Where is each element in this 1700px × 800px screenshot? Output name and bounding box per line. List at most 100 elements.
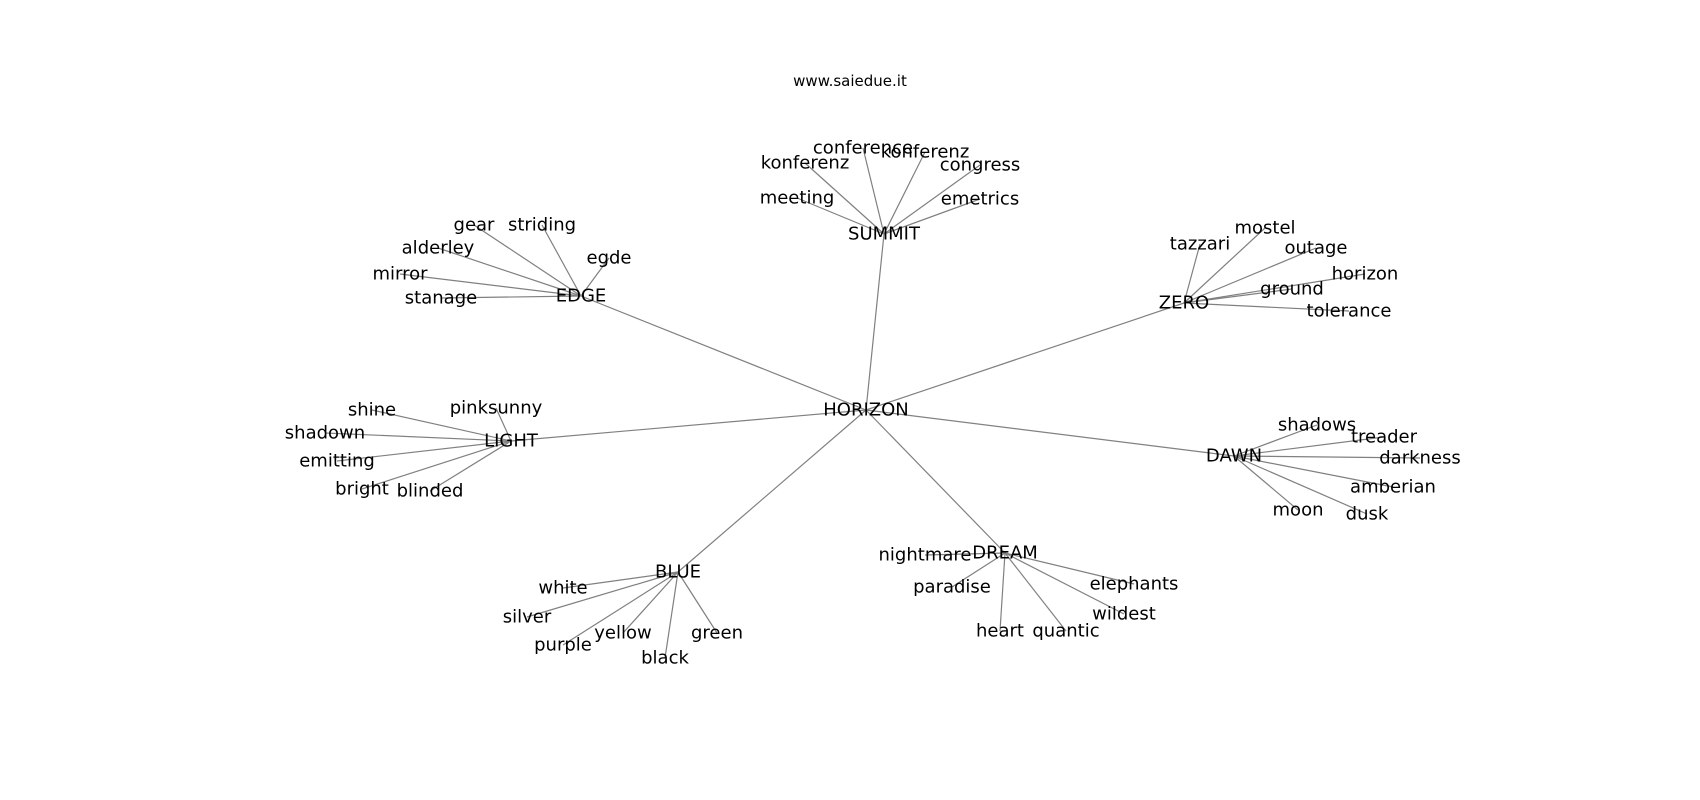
node-leaf-ground: ground <box>1260 279 1324 300</box>
edge-dawn-dusk <box>1233 455 1368 515</box>
edge-dawn-treader <box>1233 436 1385 457</box>
node-leaf-heart: heart <box>976 621 1024 642</box>
node-leaf-blinded: blinded <box>397 481 464 502</box>
node-root-horizon: HORIZON <box>823 400 908 421</box>
node-leaf-nightmare: nightmare <box>879 545 972 566</box>
edge-summit-emetrics <box>883 198 981 235</box>
edge-light-emitting <box>336 440 512 462</box>
edge-dream-quantic <box>1004 552 1067 632</box>
edge-dawn-darkness <box>1233 455 1421 459</box>
node-leaf-bright: bright <box>335 479 389 500</box>
node-leaf-mirror: mirror <box>372 264 428 285</box>
edge-summit-conference <box>862 147 885 235</box>
node-leaf-striding: striding <box>508 215 576 236</box>
edge-root-edge <box>580 295 867 411</box>
edge-light-blinded <box>429 440 512 492</box>
edges-layer <box>324 147 1421 659</box>
edge-root-dream <box>865 409 1006 554</box>
node-leaf-konferenz: konferenz <box>881 142 970 163</box>
node-leaf-shadown: shadown <box>285 423 365 444</box>
node-hub-summit: SUMMIT <box>848 224 921 245</box>
edge-dawn-amberian <box>1233 455 1394 488</box>
edge-blue-silver <box>526 571 679 618</box>
node-leaf-emitting: emitting <box>299 451 375 472</box>
edge-summit-konferenz <box>883 151 926 235</box>
node-leaf-alderley: alderley <box>402 238 475 259</box>
labels-layer: HORIZONSUMMITconferencekonferenzkonferen… <box>285 138 1461 669</box>
edge-blue-green <box>677 571 718 634</box>
edge-edge-striding <box>541 224 582 297</box>
edge-edge-alderley <box>437 247 582 297</box>
node-leaf-purple: purple <box>534 635 592 656</box>
node-leaf-congress: congress <box>940 155 1021 176</box>
node-leaf-shine: shine <box>348 400 396 421</box>
node-leaf-yellow: yellow <box>594 623 651 644</box>
edge-zero-horizon <box>1183 273 1366 304</box>
node-leaf-conference: conference <box>813 138 913 159</box>
node-leaf-mostel: mostel <box>1234 218 1295 239</box>
node-leaf-emetrics: emetrics <box>941 189 1019 210</box>
edge-dream-heart <box>999 552 1006 632</box>
edge-blue-purple <box>562 571 679 646</box>
edge-summit-konferenz <box>804 162 885 235</box>
edge-zero-ground <box>1183 288 1293 304</box>
diagram-title: www.saiedue.it <box>793 72 907 90</box>
edge-zero-tolerance <box>1183 302 1350 312</box>
edge-light-shadown <box>324 432 512 442</box>
node-leaf-meeting: meeting <box>760 188 835 209</box>
edge-zero-mostel <box>1183 227 1266 304</box>
node-leaf-tazzari: tazzari <box>1170 234 1230 255</box>
edge-edge-stanage <box>440 295 582 299</box>
node-leaf-dusk: dusk <box>1346 504 1389 525</box>
node-leaf-quantic: quantic <box>1032 621 1099 642</box>
node-leaf-green: green <box>691 623 743 644</box>
edge-light-bright <box>361 440 512 490</box>
edge-summit-meeting <box>796 197 885 235</box>
node-leaf-white: white <box>538 578 587 599</box>
node-leaf-silver: silver <box>503 607 552 628</box>
node-leaf-stanage: stanage <box>405 288 477 309</box>
node-leaf-outage: outage <box>1284 238 1347 259</box>
edge-light-shine <box>371 409 512 442</box>
node-leaf-moon: moon <box>1273 500 1324 521</box>
edge-edge-egde <box>580 257 610 297</box>
edge-root-blue <box>677 409 867 573</box>
node-leaf-pinksunny: pinksunny <box>450 398 543 419</box>
node-leaf-darkness: darkness <box>1379 448 1461 469</box>
edge-dream-elephants <box>1004 552 1135 585</box>
node-hub-dawn: DAWN <box>1206 446 1262 467</box>
node-leaf-shadows: shadows <box>1278 415 1356 436</box>
node-leaf-horizon: horizon <box>1332 264 1399 285</box>
edge-root-light <box>510 409 867 442</box>
node-hub-light: LIGHT <box>484 431 539 452</box>
edge-light-pinksunny <box>495 407 512 442</box>
edge-dawn-shadows <box>1233 424 1318 457</box>
node-leaf-tolerance: tolerance <box>1307 301 1392 322</box>
node-leaf-black: black <box>641 648 689 669</box>
edge-edge-gear <box>473 224 582 297</box>
node-hub-edge: EDGE <box>556 286 607 307</box>
edge-root-zero <box>865 302 1185 411</box>
edge-blue-yellow <box>622 571 679 634</box>
edge-dream-paradise <box>951 552 1006 588</box>
node-hub-blue: BLUE <box>655 562 701 583</box>
edge-zero-tazzari <box>1183 243 1201 304</box>
node-hub-dream: DREAM <box>972 543 1038 564</box>
node-hub-zero: ZERO <box>1159 293 1209 314</box>
edge-dream-wildest <box>1004 552 1125 615</box>
node-leaf-paradise: paradise <box>913 577 991 598</box>
edge-root-summit <box>865 233 885 411</box>
edge-root-dawn <box>865 409 1235 457</box>
edge-edge-mirror <box>399 273 582 297</box>
node-leaf-elephants: elephants <box>1090 574 1179 595</box>
edge-dawn-moon <box>1233 455 1299 511</box>
edge-summit-congress <box>883 164 981 235</box>
node-leaf-gear: gear <box>454 215 496 236</box>
node-leaf-wildest: wildest <box>1092 604 1156 625</box>
node-leaf-egde: egde <box>587 248 632 269</box>
node-leaf-treader: treader <box>1351 427 1418 448</box>
edge-dream-nightmare <box>924 552 1006 556</box>
edge-blue-black <box>664 571 679 659</box>
edge-blue-white <box>562 571 679 589</box>
